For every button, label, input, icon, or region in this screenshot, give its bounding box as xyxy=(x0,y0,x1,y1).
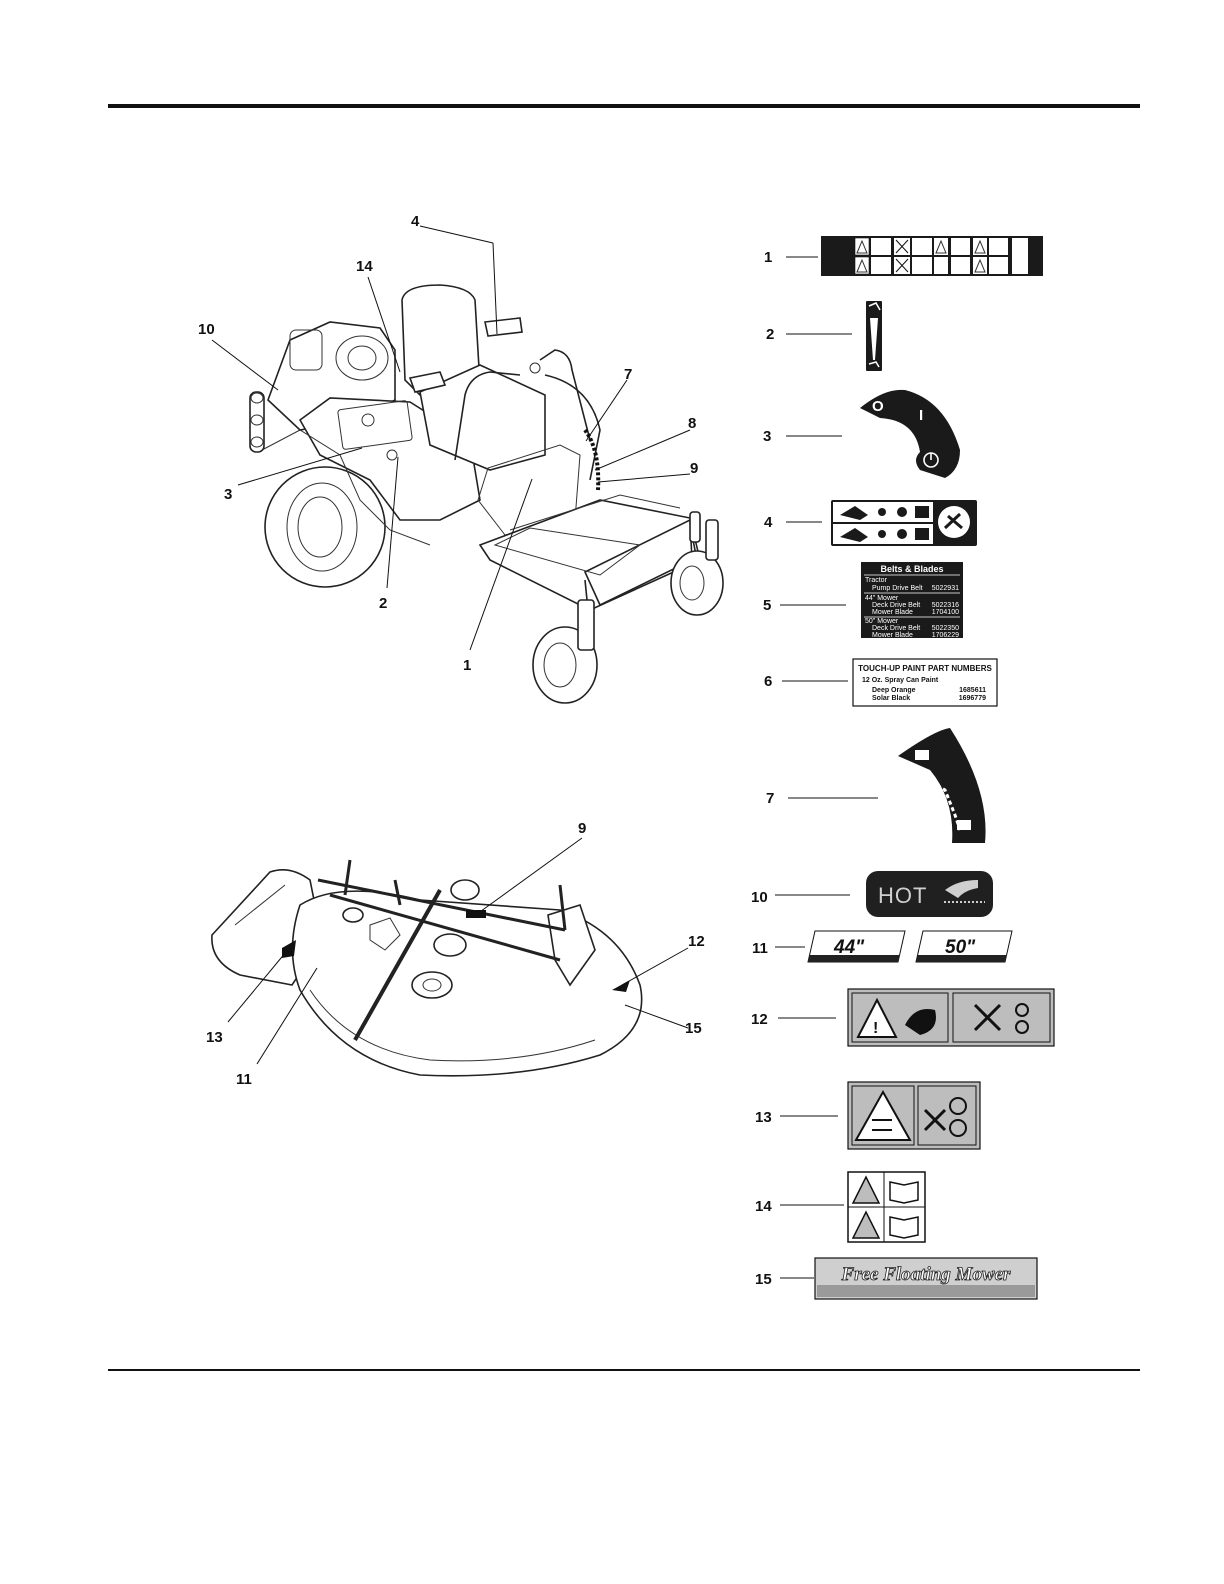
tractor-leader-lines xyxy=(211,225,691,651)
decal-1-safety-strip xyxy=(821,236,1043,276)
free-floating-mower-label: Free Floating Mower xyxy=(841,1264,1012,1285)
tractor-callout-8: 8 xyxy=(688,415,696,432)
belts-section-tractor: Tractor xyxy=(865,577,888,584)
size-50-label: 50" xyxy=(945,937,976,958)
paint-row-black-part: 1696779 xyxy=(959,695,986,702)
belts-row-44-belt-part: 5022316 xyxy=(932,602,959,609)
hot-label: HOT xyxy=(878,883,927,908)
belts-row-50-blade-part: 1706229 xyxy=(932,632,959,639)
tractor-callout-10: 10 xyxy=(198,321,215,338)
warning-icon xyxy=(856,997,898,1038)
manual-icon xyxy=(889,1181,919,1204)
decal-callout-11: 11 xyxy=(752,940,768,957)
child-warning-icon xyxy=(851,1210,881,1239)
decal-callout-10: 10 xyxy=(751,889,768,906)
tractor-callout-14: 14 xyxy=(356,258,373,275)
paint-subtitle: 12 Oz. Spray Can Paint xyxy=(862,677,939,684)
decal-14-fuel-warning xyxy=(847,1171,926,1243)
belts-blades-title: Belts & Blades xyxy=(880,564,943,574)
paint-row-orange-label: Deep Orange xyxy=(872,687,916,694)
decal-callout-15: 15 xyxy=(755,1271,772,1288)
decal-7-cut-height xyxy=(898,728,986,843)
ignition-off-label: O xyxy=(872,398,884,415)
turtle-icon xyxy=(868,361,880,368)
belts-section-44: 44" Mower xyxy=(865,595,899,602)
warning-icon xyxy=(854,1089,912,1141)
tractor-callout-9: 9 xyxy=(690,460,698,477)
decal-10-hot: HOT xyxy=(866,871,993,917)
deck-leader-lines xyxy=(227,837,689,1065)
paint-title: TOUCH-UP PAINT PART NUMBERS xyxy=(858,664,992,673)
belts-row-pump-part: 5022931 xyxy=(932,585,959,592)
tractor-callouts: 4 14 10 7 8 9 3 2 1 xyxy=(198,213,698,674)
decal-callout-14: 14 xyxy=(755,1198,772,1215)
decal-2-throttle xyxy=(866,301,882,371)
deck-callout-12: 12 xyxy=(688,933,705,950)
belts-row-50-belt-part: 5022350 xyxy=(932,625,959,632)
decal-13-thrown-object-warning xyxy=(847,1081,981,1150)
paint-row-orange-part: 1685611 xyxy=(959,687,986,694)
ignition-on-label: I xyxy=(919,407,923,424)
belts-row-50-belt-label: Deck Drive Belt xyxy=(872,625,920,632)
belts-row-pump-label: Pump Drive Belt xyxy=(872,585,923,592)
belts-row-50-blade-label: Mower Blade xyxy=(872,632,913,639)
decal-callout-13: 13 xyxy=(755,1109,772,1126)
decal-5-belts-blades: Belts & Blades Tractor Pump Drive Belt 5… xyxy=(861,562,963,639)
deck-callout-15: 15 xyxy=(685,1020,702,1037)
tractor-callout-7: 7 xyxy=(624,366,632,383)
decal-callout-1: 1 xyxy=(764,249,772,266)
belts-section-50: 50" Mower xyxy=(865,618,899,625)
deck-callout-9: 9 xyxy=(578,820,586,837)
belts-row-44-blade-part: 1704100 xyxy=(932,609,959,616)
tractor-callout-4: 4 xyxy=(411,213,420,230)
paint-row-black-label: Solar Black xyxy=(872,695,910,702)
tractor-callout-1: 1 xyxy=(463,657,471,674)
belts-row-44-belt-label: Deck Drive Belt xyxy=(872,602,920,609)
decal-callout-5: 5 xyxy=(763,597,771,614)
decal-11-size: 44" 50" xyxy=(807,930,1013,963)
manual-icon xyxy=(889,1216,919,1239)
svg-text:!: ! xyxy=(873,1020,878,1037)
footer-rule xyxy=(108,1369,1140,1371)
decal-12-blade-warning: ! xyxy=(847,988,1055,1047)
belts-row-44-blade-label: Mower Blade xyxy=(872,609,913,616)
decal-6-touch-up-paint: TOUCH-UP PAINT PART NUMBERS 12 Oz. Spray… xyxy=(852,658,998,707)
tractor-callout-3: 3 xyxy=(224,486,232,503)
decal-callout-7: 7 xyxy=(766,790,774,807)
deck-callouts: 9 12 15 13 11 xyxy=(206,820,705,1088)
mower-deck-illustration xyxy=(211,859,643,1077)
decal-callout-2: 2 xyxy=(766,326,774,343)
fire-icon xyxy=(851,1175,881,1204)
decal-callout-6: 6 xyxy=(764,673,772,690)
decal-15-free-floating-mower: Free Floating Mower xyxy=(814,1257,1038,1300)
decal-callout-3: 3 xyxy=(763,428,771,445)
deck-callout-11: 11 xyxy=(236,1071,252,1088)
decal-callout-4: 4 xyxy=(764,514,773,531)
decal-3-ignition: O I xyxy=(860,389,960,478)
size-44-label: 44" xyxy=(833,937,865,958)
header-rule xyxy=(108,104,1140,108)
decal-4-operation xyxy=(831,500,977,546)
deck-callout-13: 13 xyxy=(206,1029,223,1046)
tractor-callout-2: 2 xyxy=(379,595,387,612)
hand-icon xyxy=(945,880,978,898)
tractor-illustration xyxy=(249,284,724,704)
rabbit-icon xyxy=(868,302,881,311)
decal-callout-12: 12 xyxy=(751,1011,768,1028)
decal-callouts: 1 2 3 4 5 6 7 10 11 12 13 14 15 xyxy=(751,249,878,1288)
